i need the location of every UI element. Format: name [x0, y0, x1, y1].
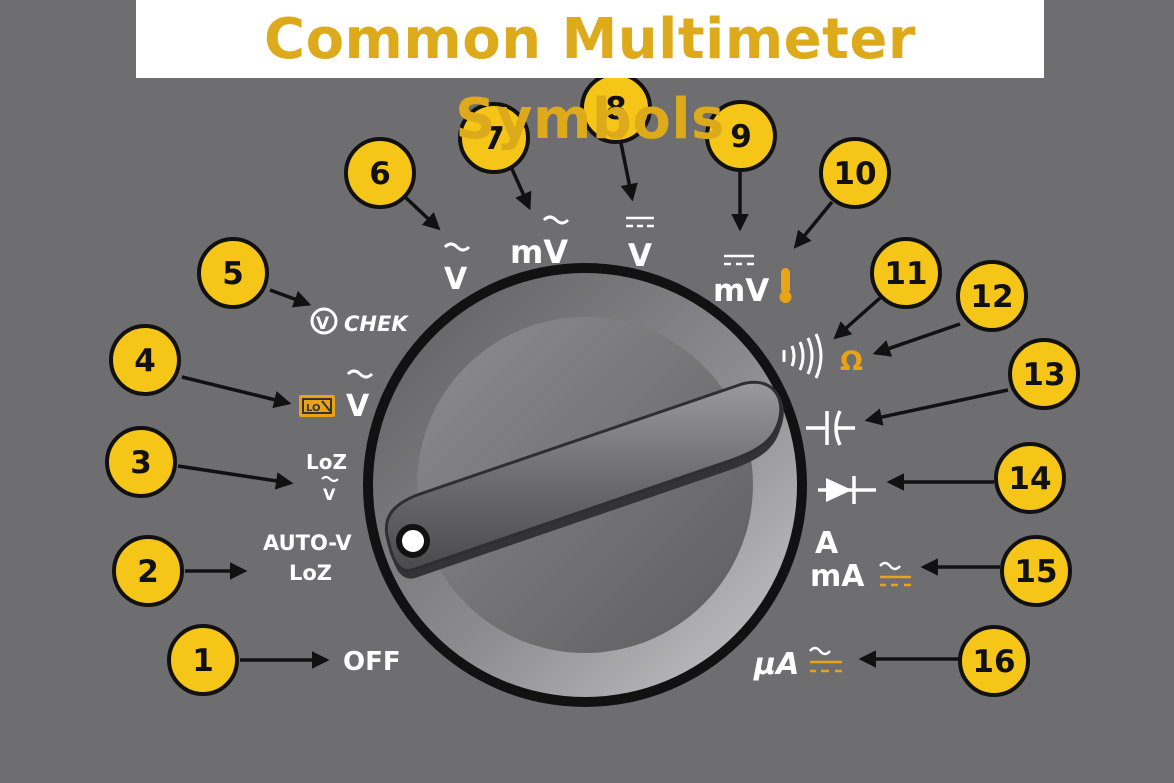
- label-microamp: μA: [753, 647, 799, 682]
- callout-3: [105, 426, 177, 498]
- arrow-3: [177, 464, 294, 490]
- vchek-v: V: [316, 314, 330, 334]
- label-mv-dc: mV: [713, 273, 769, 309]
- callout-2: [112, 535, 184, 607]
- callout-number-13: 13: [1022, 357, 1065, 393]
- label-milliamp: mA: [810, 559, 865, 594]
- callout-6: [344, 137, 416, 209]
- callout-number-2: 2: [137, 554, 159, 590]
- arrow-13: [864, 388, 1009, 426]
- callout-number-4: 4: [134, 343, 156, 379]
- label-auto-v: AUTO-V: [263, 531, 352, 555]
- thermometer-icon: [779, 268, 792, 303]
- label-loz-v: V: [323, 485, 336, 504]
- label-vchek: CHEK: [344, 312, 409, 336]
- dial-knob[interactable]: [384, 380, 783, 573]
- callout-arrows: [177, 137, 1009, 669]
- label-off: OFF: [343, 647, 401, 677]
- low-pass-filter-icon: LO: [299, 395, 335, 417]
- continuity-beeper-icon: [782, 333, 823, 379]
- label-ohm: Ω: [840, 346, 863, 377]
- callouts: [105, 72, 1080, 697]
- arrow-11: [833, 296, 882, 340]
- callout-number-11: 11: [884, 256, 927, 292]
- callout-number-14: 14: [1008, 461, 1051, 497]
- label-auto-loz: LoZ: [289, 561, 332, 585]
- callout-number-7: 7: [483, 121, 505, 157]
- arrow-6: [402, 194, 441, 231]
- page-title: Common Multimeter Symbols: [263, 7, 917, 152]
- ac-tilde-icon: [346, 369, 374, 379]
- label-v-ac-lowpass: V: [346, 389, 370, 424]
- callout-5: [197, 237, 269, 309]
- callout-11: [870, 237, 942, 309]
- callout-number-16: 16: [972, 644, 1015, 680]
- low-pass-label: LO: [306, 403, 321, 414]
- callout-numbers: 1 2 3 4 5 6 7 8 9 10 11 12 13 14 15 16: [130, 91, 1065, 680]
- arrow-8: [618, 137, 638, 202]
- label-v-ac: V: [444, 262, 468, 297]
- vchek-circle-icon: [310, 307, 338, 335]
- arrow-10: [793, 200, 834, 249]
- arrow-12: [872, 322, 961, 357]
- ac-dc-icon: [809, 646, 842, 673]
- dc-bar-icon: [626, 216, 654, 228]
- callout-10: [819, 137, 891, 209]
- callout-7: [458, 102, 530, 174]
- callout-number-12: 12: [970, 279, 1013, 315]
- callout-4: [109, 324, 181, 396]
- callout-number-3: 3: [130, 445, 152, 481]
- callout-1: [167, 624, 239, 696]
- dc-bar-icon: [724, 254, 754, 266]
- callout-number-6: 6: [369, 156, 391, 192]
- callout-16: [958, 625, 1030, 697]
- callout-number-1: 1: [192, 643, 214, 679]
- callout-number-10: 10: [833, 156, 876, 192]
- arrow-5: [269, 288, 312, 308]
- arrow-4: [181, 375, 292, 409]
- ac-dc-icon: [879, 561, 911, 587]
- callout-14: [994, 442, 1066, 514]
- rotary-dial[interactable]: [363, 263, 807, 707]
- callout-9: [705, 100, 777, 172]
- label-v-dc: V: [628, 238, 652, 274]
- label-amp: A: [815, 526, 839, 561]
- callout-number-15: 15: [1014, 554, 1057, 590]
- callout-12: [956, 260, 1028, 332]
- knob-pointer-dot: [396, 524, 430, 558]
- label-loz: LoZ: [306, 450, 347, 474]
- title-banner: Common Multimeter Symbols: [136, 0, 1044, 152]
- ac-tilde-icon: [443, 242, 471, 252]
- callout-number-5: 5: [222, 256, 244, 292]
- label-mv-ac: mV: [510, 233, 568, 271]
- ac-tilde-icon: [542, 215, 570, 225]
- callout-13: [1008, 338, 1080, 410]
- diode-icon: [818, 476, 876, 504]
- ac-tilde-icon: [321, 475, 339, 483]
- callout-number-9: 9: [730, 119, 752, 155]
- capacitor-icon: [806, 410, 855, 446]
- callout-number-8: 8: [605, 91, 627, 127]
- callout-15: [1000, 535, 1072, 607]
